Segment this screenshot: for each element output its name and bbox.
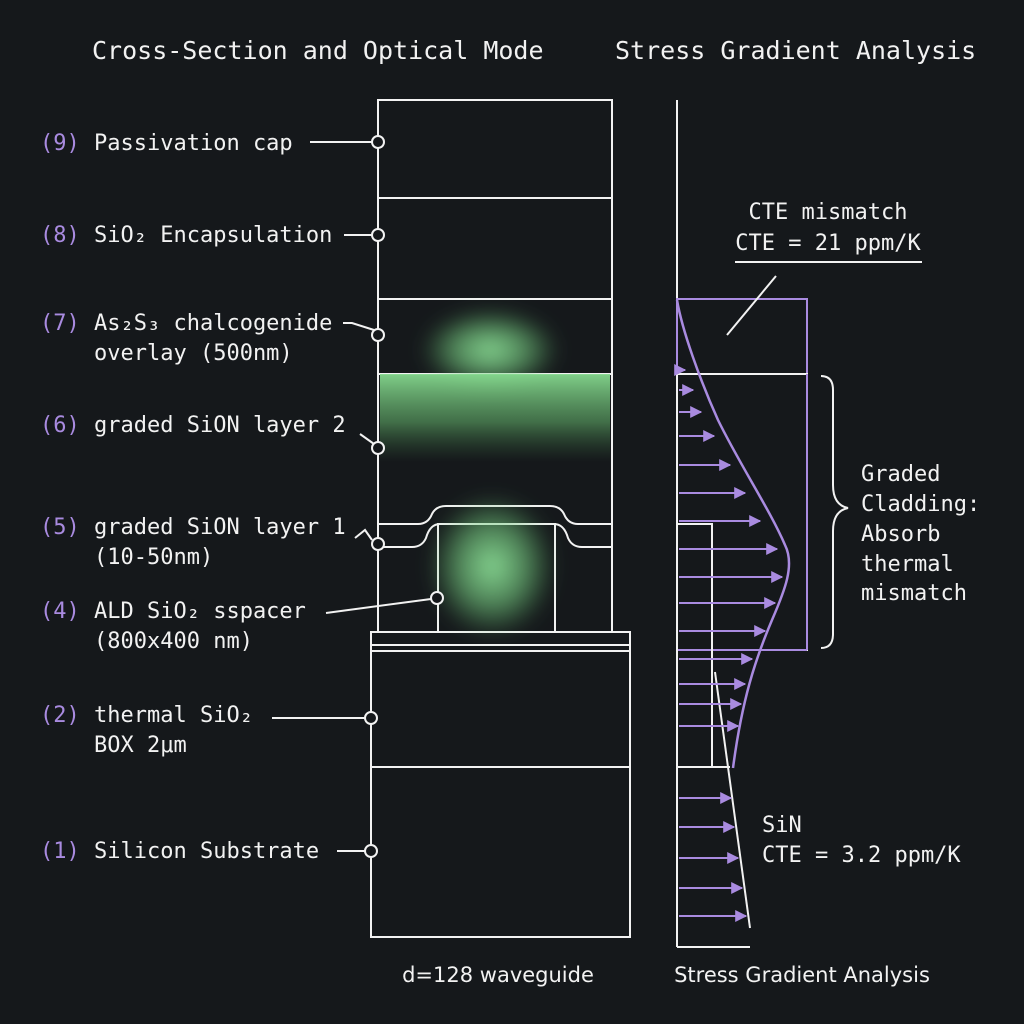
layer-label-4-text-2: (800x400 nm) — [94, 629, 253, 654]
stress-overlay-box — [676, 298, 808, 375]
graded-cladding-line-4: thermal — [861, 552, 954, 577]
leader-dot-6 — [371, 441, 385, 455]
layer-label-7-text: As₂S₃ chalcogenide — [94, 311, 332, 336]
layer-label-1-text: Silicon Substrate — [94, 839, 319, 864]
layer-label-8-text: SiO₂ Encapsulation — [94, 223, 332, 248]
layer-label-9-number: (9) — [40, 131, 80, 156]
layer-8-sio2-encapsulation — [377, 197, 613, 300]
right-caption: Stress Gradient Analysis — [674, 963, 930, 987]
leader-4 — [325, 598, 432, 614]
layer-label-2-number: (2) — [40, 703, 80, 728]
cte-mismatch-label: CTE mismatch — [749, 200, 908, 225]
stress-arrows — [674, 364, 784, 922]
graded-cladding-line-1: Graded — [861, 462, 940, 487]
leader-5 — [354, 528, 373, 541]
layer-1-silicon-substrate — [370, 766, 631, 938]
layer-9-passivation-cap — [377, 99, 613, 199]
sin-label: SiN — [762, 813, 802, 838]
stress-gradient-curve — [675, 299, 791, 769]
mode-glow-core — [428, 494, 556, 638]
left-caption: d=128 waveguide — [402, 963, 594, 987]
leader-dot-2 — [364, 711, 378, 725]
mode-glow-band — [380, 374, 610, 462]
layer-2-thermal-box — [370, 650, 631, 768]
layer-label-9-text: Passivation cap — [94, 131, 293, 156]
optical-mode — [380, 308, 610, 638]
graded-cladding-line-3: Absorb — [861, 522, 940, 547]
leader-dot-9 — [371, 135, 385, 149]
mode-glow-overlay — [420, 308, 560, 392]
layer-label-7-text-2: overlay (500nm) — [94, 341, 293, 366]
layer-labels: (9) Passivation cap (8) SiO₂ Encapsulati… — [40, 131, 444, 864]
layer-label-6-text: graded SiON layer 2 — [94, 413, 346, 438]
layer-label-5-text-2: (10-50nm) — [94, 545, 213, 570]
stress-cladding-box — [676, 373, 808, 651]
stress-panel: CTE mismatch CTE = 21 ppm/K Graded Cladd… — [674, 100, 980, 948]
layer-label-1-number: (1) — [40, 839, 80, 864]
cte-mismatch-pointer — [726, 275, 777, 336]
sin-cte-value: CTE = 3.2 ppm/K — [762, 843, 961, 868]
layer-label-5-number: (5) — [40, 515, 80, 540]
layer-label-5-text: graded SiON layer 1 — [94, 515, 346, 540]
stress-linear-profile — [714, 671, 751, 929]
graded-cladding-line-5: mismatch — [861, 581, 967, 606]
leader-dot-4 — [430, 591, 444, 605]
layer-label-4-number: (4) — [40, 599, 80, 624]
leader-dot-5 — [371, 537, 385, 551]
leader-dot-8 — [371, 228, 385, 242]
cte-mismatch-value: CTE = 21 ppm/K — [735, 231, 921, 256]
stress-inner-box — [676, 523, 713, 768]
layer-label-2-text-2: BOX 2μm — [94, 733, 187, 758]
layer-label-8-number: (8) — [40, 223, 80, 248]
layer-label-6-number: (6) — [40, 413, 80, 438]
leader-7 — [343, 322, 375, 331]
right-title: Stress Gradient Analysis — [615, 36, 976, 65]
leader-6 — [359, 433, 375, 445]
layer-label-4-text: ALD SiO₂ sspacer — [94, 599, 306, 624]
layer-label-7-number: (7) — [40, 311, 80, 336]
graded-cladding-line-2: Cladding: — [861, 492, 980, 517]
graded-cladding-brace — [820, 375, 849, 649]
leader-dot-1 — [364, 844, 378, 858]
layer-label-2-text: thermal SiO₂ — [94, 703, 253, 728]
leader-dot-7 — [371, 328, 385, 342]
left-title: Cross-Section and Optical Mode — [92, 36, 544, 65]
